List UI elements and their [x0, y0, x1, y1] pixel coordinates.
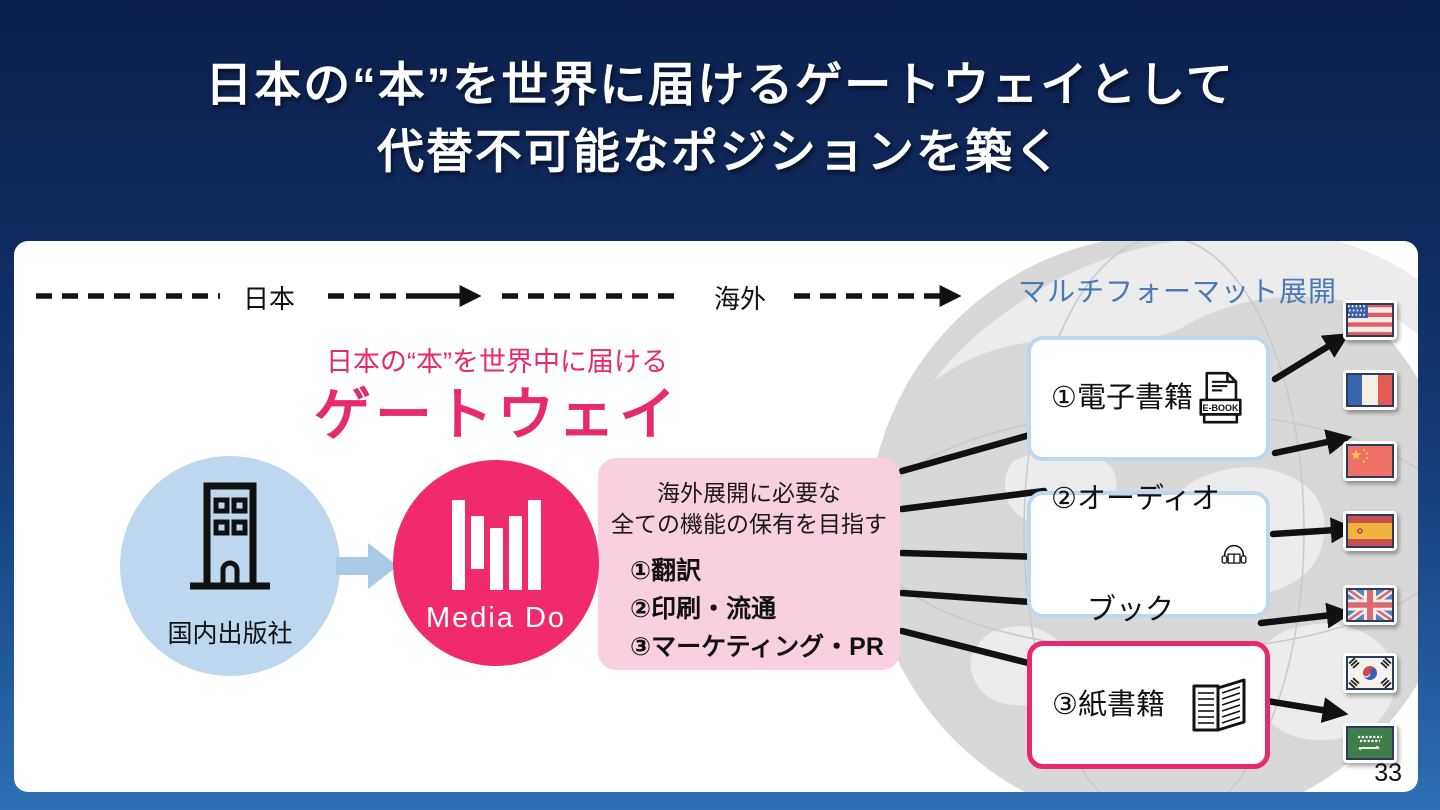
page-number: 33 [1374, 759, 1402, 787]
flag-south-korea-icon [1343, 653, 1397, 693]
mediado-brand-label: Media Do [425, 602, 567, 634]
gateway-subtitle: 日本の“本”を世界中に届ける [326, 347, 668, 377]
functions-heading-line1: 海外展開に必要な [657, 480, 841, 506]
format-box-audiobook: ②オーディオ ブック [1027, 483, 1270, 626]
flag-usa-icon [1343, 300, 1397, 340]
format-audiobook-label-line2: ブック [1087, 593, 1175, 626]
functions-heading-line2: 全ての機能の保有を目指す [611, 511, 887, 537]
ebook-icon: E-BOOK [1199, 371, 1242, 423]
function-item-marketing: ③マーケティング・PR [630, 633, 884, 661]
overseas-functions-box: 海外展開に必要な 全ての機能の保有を目指す ①翻訳 ②印刷・流通 ③マーケティン… [598, 458, 900, 670]
domestic-publisher-label: 国内出版社 [167, 620, 293, 648]
flag-saudi-arabia-icon [1343, 723, 1397, 763]
audiobook-icon [1221, 544, 1247, 564]
multiformat-heading: マルチフォーマット展開 [1018, 276, 1338, 307]
flag-france-icon [1343, 370, 1397, 410]
format-audiobook-label-line1: ②オーディオ [1051, 482, 1220, 515]
flow-arrow-icon [336, 543, 398, 589]
format-box-ebook: ①電子書籍 E-BOOK [1027, 336, 1270, 461]
building-icon [190, 482, 270, 590]
flag-china-icon [1343, 441, 1397, 481]
flag-spain-icon [1343, 511, 1397, 551]
format-box-paper-book: ③紙書籍 [1027, 641, 1270, 769]
diagram-panel: 日本 海外 マルチフォーマット展開 日本の“本”を世界中に届ける ゲートウェイ … [14, 241, 1418, 792]
slide-title-line1: 日本の“本”を世界に届けるゲートウェイとして [205, 58, 1235, 111]
connector-arrows [36, 285, 1357, 723]
axis-label-japan: 日本 [220, 279, 318, 316]
format-paper-book-label: ③紙書籍 [1052, 688, 1165, 721]
domestic-publisher-node: 国内出版社 [120, 456, 340, 676]
gateway-title: ゲートウェイ [314, 383, 680, 447]
paper-book-icon [1192, 678, 1246, 732]
slide-title: 日本の“本”を世界に届けるゲートウェイとして 代替不可能なポジションを築く [0, 52, 1440, 185]
mediado-node: Media Do [393, 460, 599, 666]
mediado-logo-icon [452, 500, 541, 590]
ebook-icon-label: E-BOOK [1202, 403, 1239, 413]
function-item-translation: ①翻訳 [630, 557, 702, 585]
axis-label-overseas: 海外 [692, 279, 788, 316]
format-ebook-label: ①電子書籍 [1051, 382, 1193, 414]
flag-united-kingdom-icon [1343, 585, 1397, 625]
function-item-printing: ②印刷・流通 [630, 595, 777, 623]
slide-title-line2: 代替不可能なポジションを築く [377, 124, 1063, 178]
